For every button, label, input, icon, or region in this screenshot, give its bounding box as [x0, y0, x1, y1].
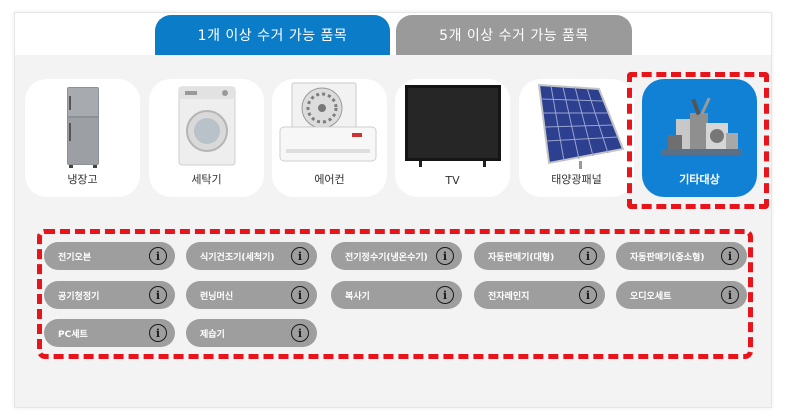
item-label: PC세트: [58, 329, 88, 340]
tab-one-or-more[interactable]: 1개 이상 수거 가능 품목: [155, 15, 390, 55]
category-label: 에어컨: [314, 173, 345, 186]
category-card-misc[interactable]: 기타대상: [642, 79, 757, 197]
category-label: TV: [445, 174, 460, 187]
refrigerator-icon: [67, 87, 99, 168]
info-icon[interactable]: i: [291, 286, 309, 304]
category-cards: 냉장고 세탁기 에어컨: [25, 79, 765, 197]
solar-panel-icon: [537, 83, 625, 169]
item-pill[interactable]: 런닝머신 i: [186, 281, 317, 309]
items-highlight: [37, 229, 753, 359]
info-icon[interactable]: i: [291, 324, 309, 342]
tv-icon: [405, 85, 501, 167]
item-label: 자동판매기(대형): [488, 252, 555, 263]
item-label: 제습기: [200, 329, 225, 340]
category-card-solar-panel[interactable]: 태양광패널: [519, 79, 634, 197]
item-label: 오디오세트: [630, 291, 672, 302]
info-icon[interactable]: i: [149, 247, 167, 265]
category-label: 냉장고: [67, 173, 98, 186]
item-label: 전자레인지: [488, 291, 530, 302]
tab-five-or-more[interactable]: 5개 이상 수거 가능 품목: [396, 15, 632, 55]
info-icon[interactable]: i: [721, 286, 739, 304]
info-icon[interactable]: i: [579, 247, 597, 265]
item-pill[interactable]: PC세트 i: [44, 319, 175, 347]
item-label: 자동판매기(중소형): [630, 252, 705, 263]
item-pill[interactable]: 복사기 i: [331, 281, 462, 309]
selected-category-highlight: [627, 72, 769, 209]
info-icon[interactable]: i: [149, 286, 167, 304]
category-card-washing-machine[interactable]: 세탁기: [149, 79, 264, 197]
recycling-item-panel: 1개 이상 수거 가능 품목 5개 이상 수거 가능 품목 냉장고: [14, 12, 772, 408]
item-label: 공기청정기: [58, 291, 100, 302]
item-label: 복사기: [345, 291, 370, 302]
item-pill[interactable]: 공기청정기 i: [44, 281, 175, 309]
item-label: 식기건조기(세척기): [200, 252, 275, 263]
info-icon[interactable]: i: [291, 247, 309, 265]
item-pill[interactable]: 오디오세트 i: [616, 281, 747, 309]
item-label: 런닝머신: [200, 291, 234, 302]
item-pill[interactable]: 제습기 i: [186, 319, 317, 347]
category-label: 기타대상: [679, 173, 720, 186]
item-label: 전기오븐: [58, 252, 92, 263]
item-pill[interactable]: 자동판매기(대형) i: [474, 242, 605, 270]
item-pill[interactable]: 자동판매기(중소형) i: [616, 242, 747, 270]
item-pill[interactable]: 전기정수기(냉온수기) i: [331, 242, 462, 270]
info-icon[interactable]: i: [149, 324, 167, 342]
item-label: 전기정수기(냉온수기): [345, 252, 428, 263]
item-pill[interactable]: 전자레인지 i: [474, 281, 605, 309]
info-icon[interactable]: i: [721, 247, 739, 265]
info-icon[interactable]: i: [436, 247, 454, 265]
category-label: 세탁기: [191, 173, 222, 186]
tab-bar: 1개 이상 수거 가능 품목 5개 이상 수거 가능 품목: [15, 13, 771, 55]
item-pill[interactable]: 전기오븐 i: [44, 242, 175, 270]
misc-appliances-icon: [662, 97, 742, 155]
item-pill[interactable]: 식기건조기(세척기) i: [186, 242, 317, 270]
category-label: 태양광패널: [551, 173, 602, 186]
category-card-refrigerator[interactable]: 냉장고: [25, 79, 140, 197]
washing-machine-icon: [178, 86, 236, 166]
info-icon[interactable]: i: [436, 286, 454, 304]
air-conditioner-icon: [279, 82, 377, 162]
category-card-tv[interactable]: TV: [395, 79, 510, 197]
category-card-air-conditioner[interactable]: 에어컨: [272, 79, 387, 197]
info-icon[interactable]: i: [579, 286, 597, 304]
